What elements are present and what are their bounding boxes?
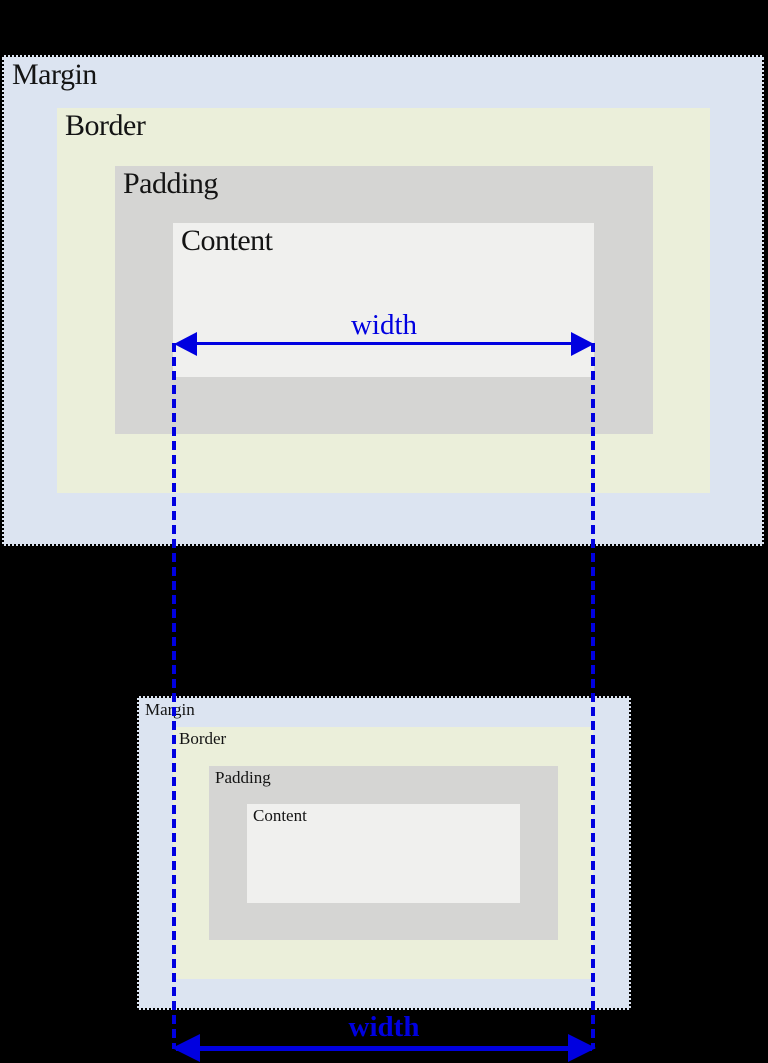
- bottom-border-box: Border Padding Content: [173, 727, 593, 979]
- top-width-arrow: [174, 331, 594, 357]
- right-arrowhead-icon: [568, 1034, 596, 1062]
- arrow-line: [178, 342, 590, 345]
- top-margin-label: Margin: [12, 58, 97, 91]
- bottom-padding-box: Padding Content: [209, 766, 558, 940]
- top-padding-box: Padding Content: [115, 166, 653, 434]
- top-border-label: Border: [65, 109, 146, 142]
- bottom-margin-box: Margin Border Padding Content: [137, 696, 631, 1010]
- right-guide-dashed-line: [591, 343, 595, 1049]
- bottom-width-label: width: [348, 1011, 420, 1043]
- bottom-width-arrow: [172, 1034, 596, 1062]
- bottom-margin-label: Margin: [145, 700, 195, 719]
- left-guide-dashed-line: [172, 343, 176, 1049]
- arrow-line: [176, 1046, 592, 1051]
- top-padding-label: Padding: [123, 167, 218, 200]
- bottom-content-label: Content: [253, 806, 307, 825]
- top-content-box: Content: [173, 223, 594, 377]
- top-content-label: Content: [181, 224, 273, 257]
- bottom-border-label: Border: [179, 729, 227, 748]
- bottom-content-box: Content: [247, 804, 520, 903]
- top-margin-box: Margin Border Padding Content: [2, 55, 764, 546]
- bottom-padding-label: Padding: [215, 768, 271, 787]
- right-arrowhead-icon: [571, 332, 594, 356]
- top-border-box: Border Padding Content: [57, 108, 710, 493]
- top-width-label: width: [350, 309, 418, 341]
